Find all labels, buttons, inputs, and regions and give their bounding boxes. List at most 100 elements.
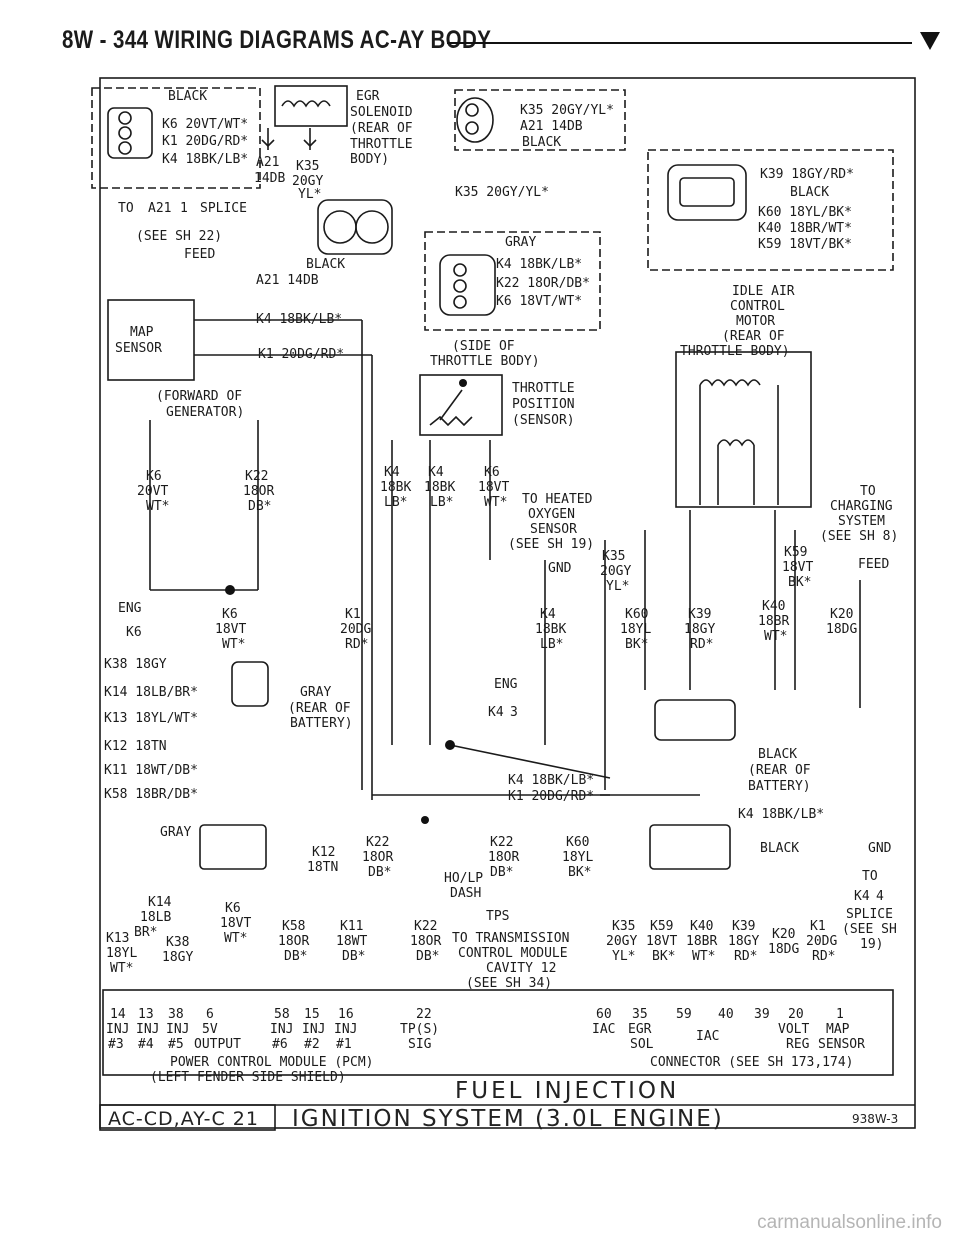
pcm-connector-black (649, 824, 731, 870)
k40-0: K40 (762, 599, 785, 614)
conn-tl-2: K1 20DG/RD* (162, 134, 248, 149)
iac-4: THROTTLE BODY) (680, 344, 790, 359)
lw-k59b-1: 18VT (646, 934, 677, 949)
heat-3: (SEE SH 19) (508, 537, 594, 552)
lw-k11-1: 18WT (336, 934, 367, 949)
k6b-1: 18VT (478, 480, 509, 495)
pcm-pin-2-n: 38 (168, 1007, 184, 1022)
lw-k14-1: 18LB (140, 910, 171, 925)
lw-k4s-4: 19) (860, 937, 883, 952)
lw-2: K13 18YL/WT* (104, 711, 198, 726)
lw-k13-2: WT* (110, 961, 133, 976)
k1-0: K1 (345, 607, 361, 622)
fwd-0: (FORWARD OF (156, 389, 242, 404)
k40-2: WT* (764, 629, 787, 644)
egr-2: (REAR OF (350, 121, 413, 136)
pcm-pin-4-g: #6 (272, 1037, 288, 1052)
lw-k22c-2: DB* (416, 949, 439, 964)
chg-1: CHARGING (830, 499, 893, 514)
pcm-pin-6-f: INJ (334, 1022, 357, 1037)
k1-2: RD* (345, 637, 368, 652)
lw-k11-0: K11 (340, 919, 363, 934)
k60-0: K60 (625, 607, 648, 622)
splice-a21: A21 (148, 201, 171, 216)
k22-1: 18OR (243, 484, 274, 499)
lw-4: K11 18WT/DB* (104, 763, 198, 778)
right-conn-2: BATTERY) (748, 779, 811, 794)
lw-k14-2: BR* (134, 925, 157, 940)
connector-box-map (91, 87, 261, 189)
chg-4: FEED (858, 557, 889, 572)
header-rule (447, 42, 912, 44)
lw-3: K12 18TN (104, 739, 167, 754)
conn-tl-0: BLACK (168, 89, 207, 104)
lw-k22c-1: 18OR (410, 934, 441, 949)
lw-k1b-1: 20DG (806, 934, 837, 949)
pcm-pin-8-n: 60 (596, 1007, 612, 1022)
egr-0: EGR (356, 89, 380, 104)
k6c-2: WT* (222, 637, 245, 652)
conn-tps-1: K4 18BK/LB* (496, 257, 582, 272)
tps-box (419, 374, 503, 436)
pcm-pin-2-g: #5 (168, 1037, 184, 1052)
k6b-2: WT* (484, 495, 507, 510)
pcm-pin-9-n: 35 (632, 1007, 648, 1022)
k4a-2: LB* (384, 495, 407, 510)
splice-1: 1 (180, 201, 188, 216)
lw-k20b-0: K20 (772, 927, 795, 942)
pcm-pin-5-g: #2 (304, 1037, 320, 1052)
lw-k13-1: 18YL (106, 946, 137, 961)
pcm-pin-3-f: 5V (202, 1022, 218, 1037)
k6c-1: 18VT (215, 622, 246, 637)
lw-1: K14 18LB/BR* (104, 685, 198, 700)
conn-tl-1: K6 20VT/WT* (162, 117, 248, 132)
conn-iac-4: K59 18VT/BK* (758, 237, 852, 252)
lw-k58-0: K58 (282, 919, 305, 934)
pcm-pin-7-g: SIG (408, 1037, 432, 1052)
lw-k59b-0: K59 (650, 919, 673, 934)
k39-1: 18GY (684, 622, 715, 637)
pcm-box (102, 989, 894, 1076)
k6c-0: K6 (222, 607, 238, 622)
k4b-1: 18BK (424, 480, 455, 495)
egr-solenoid-box (274, 85, 348, 127)
diagram-frame (99, 77, 916, 1129)
k35-wire: K35 20GY/YL* (455, 185, 549, 200)
a21-label: A21 14DB (256, 273, 319, 288)
k4-top-right: K4 18BK/LB* (738, 807, 824, 822)
lw-k60b-0: K60 (566, 835, 589, 850)
pcm-pin-0-f: INJ (106, 1022, 129, 1037)
k35-1: 20GY (600, 564, 631, 579)
footer-model-code: AC-CD,AY-C 21 (108, 1108, 259, 1130)
lw-to: TO (862, 869, 878, 884)
tps-2: (SENSOR) (512, 413, 575, 428)
egr-w4: YL* (298, 187, 321, 202)
lw-k60b-1: 18YL (562, 850, 593, 865)
lw-trans-2: CAVITY 12 (486, 961, 556, 976)
conn-tm-0: K35 20GY/YL* (520, 103, 614, 118)
egr-w0: A21 (256, 155, 279, 170)
lw-holp-1: DASH (450, 886, 481, 901)
block-gray: GRAY (160, 825, 191, 840)
k35-2: YL* (606, 579, 629, 594)
down-triangle-icon (920, 32, 940, 50)
lw-k4s-3: (SEE SH (842, 922, 897, 937)
right-conn-1: (REAR OF (748, 763, 811, 778)
k4a-0: K4 (384, 465, 400, 480)
lw-k58-1: 18OR (278, 934, 309, 949)
splice-feed: FEED (184, 247, 215, 262)
black-label: BLACK (306, 257, 345, 272)
pcm-pin-0-n: 14 (110, 1007, 126, 1022)
pcm-pin-3-g: OUTPUT (194, 1037, 241, 1052)
iac-motor-box (675, 351, 812, 508)
lw-trans-1: CONTROL MODULE (458, 946, 568, 961)
k6-0: K6 (146, 469, 162, 484)
k60-2: BK* (625, 637, 648, 652)
k4b-2: LB* (430, 495, 453, 510)
watermark: carmanualsonline.info (757, 1212, 942, 1233)
k20-0: K20 (830, 607, 853, 622)
egr-4: BODY) (350, 152, 389, 167)
k6b-0: K6 (484, 465, 500, 480)
engk4-1: K4 (488, 705, 504, 720)
block-black: BLACK (760, 841, 799, 856)
